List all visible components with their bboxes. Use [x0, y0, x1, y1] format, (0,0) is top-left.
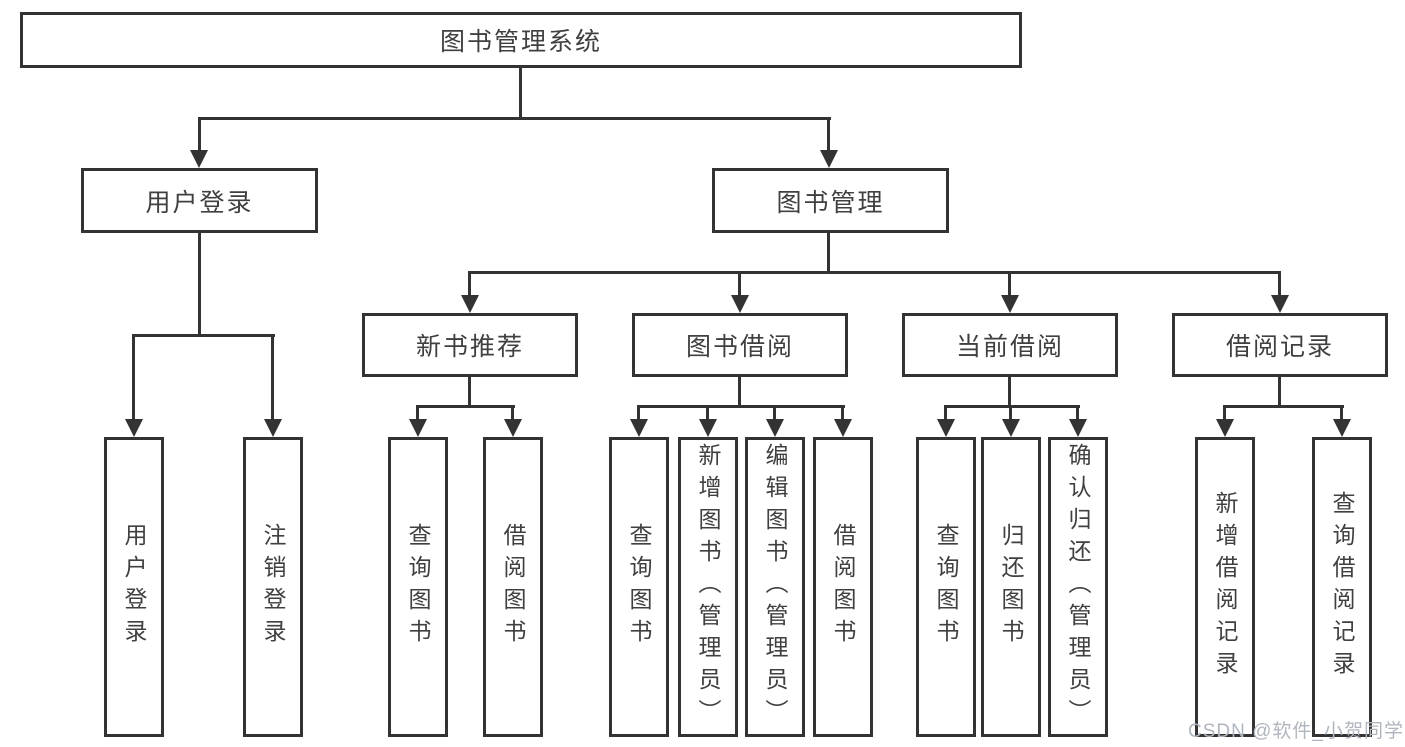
- arrowhead-down-icon: [1271, 295, 1289, 313]
- node-borrow-books-recommend: 借阅图书: [483, 437, 543, 737]
- node-edit-book-admin: 编辑图书（管理员）: [745, 437, 805, 737]
- node-logout-leaf: 注销登录: [243, 437, 303, 737]
- arrowhead-down-icon: [461, 295, 479, 313]
- arrowhead-down-icon: [190, 150, 208, 168]
- node-new-book-recommend: 新书推荐: [362, 313, 578, 377]
- node-query-books-borrow: 查询图书: [609, 437, 669, 737]
- connector-to-user-login: [198, 117, 201, 153]
- connector-root-branch: [198, 117, 831, 120]
- node-current-borrow-label: 当前借阅: [955, 333, 1064, 361]
- node-book-management-label: 图书管理: [776, 188, 885, 217]
- connector-drop: [944, 405, 947, 422]
- node-add-book-admin: 新增图书（管理员）: [678, 437, 738, 737]
- node-borrow-records-label: 借阅记录: [1225, 333, 1334, 361]
- arrowhead-down-icon: [409, 419, 427, 437]
- arrowhead-down-icon: [834, 419, 852, 437]
- connector-current-borrow-branch: [944, 405, 1080, 408]
- connector-drop: [706, 405, 709, 422]
- node-borrow-records: 借阅记录: [1172, 313, 1388, 377]
- connector-root-stem: [519, 68, 522, 120]
- connector-drop: [637, 405, 640, 422]
- connector-drop: [416, 405, 419, 422]
- node-label: 注销登录: [260, 523, 286, 651]
- connector-user-login-stem: [198, 233, 201, 335]
- arrowhead-down-icon: [820, 150, 838, 168]
- arrowhead-down-icon: [504, 419, 522, 437]
- arrowhead-down-icon: [1216, 419, 1234, 437]
- node-label: 新增借阅记录: [1212, 491, 1238, 683]
- arrowhead-down-icon: [1069, 419, 1087, 437]
- arrowhead-down-icon: [937, 419, 955, 437]
- arrowhead-down-icon: [1333, 419, 1351, 437]
- node-label: 查询借阅记录: [1329, 491, 1355, 683]
- connector-to-user-login-leaf: [132, 334, 135, 422]
- connector-to-borrow-records: [1278, 271, 1281, 298]
- node-borrow-books-leaf: 借阅图书: [813, 437, 873, 737]
- connector-drop: [1009, 405, 1012, 422]
- node-query-books-current: 查询图书: [916, 437, 976, 737]
- node-new-book-recommend-label: 新书推荐: [415, 333, 524, 361]
- node-return-book: 归还图书: [981, 437, 1041, 737]
- connector-drop: [511, 405, 514, 422]
- connector-to-book-management: [827, 117, 830, 153]
- node-label: 编辑图书（管理员）: [762, 443, 788, 731]
- csdn-watermark: CSDN @软件_小贺同学: [1188, 721, 1404, 742]
- connector-new-book-branch: [416, 405, 515, 408]
- connector-to-book-borrow: [738, 271, 741, 298]
- node-book-management: 图书管理: [712, 168, 949, 233]
- connector-user-login-branch: [132, 334, 275, 337]
- connector-book-management-stem: [827, 233, 830, 274]
- node-root: 图书管理系统: [20, 12, 1022, 68]
- connector-new-book-stem: [468, 377, 471, 408]
- connector-to-new-book: [468, 271, 471, 298]
- node-label: 查询图书: [626, 523, 652, 651]
- connector-drop: [1223, 405, 1226, 422]
- connector-drop: [1076, 405, 1079, 422]
- node-label: 用户登录: [121, 523, 147, 651]
- connector-borrow-records-stem: [1278, 377, 1281, 408]
- node-add-borrow-record: 新增借阅记录: [1195, 437, 1255, 737]
- node-label: 查询图书: [933, 523, 959, 651]
- connector-drop: [841, 405, 844, 422]
- node-label: 借阅图书: [830, 523, 856, 651]
- arrowhead-down-icon: [731, 295, 749, 313]
- arrowhead-down-icon: [699, 419, 717, 437]
- connector-drop: [773, 405, 776, 422]
- node-user-login-label: 用户登录: [145, 188, 254, 217]
- node-confirm-return-admin: 确认归还（管理员）: [1048, 437, 1108, 737]
- connector-to-current-borrow: [1008, 271, 1011, 298]
- node-book-borrow: 图书借阅: [632, 313, 848, 377]
- arrowhead-down-icon: [264, 419, 282, 437]
- node-label: 借阅图书: [500, 523, 526, 651]
- arrowhead-down-icon: [630, 419, 648, 437]
- connector-borrow-records-branch: [1223, 405, 1344, 408]
- node-label: 新增图书（管理员）: [695, 443, 721, 731]
- node-user-login-leaf: 用户登录: [104, 437, 164, 737]
- connector-drop: [1340, 405, 1343, 422]
- node-label: 确认归还（管理员）: [1065, 443, 1091, 731]
- connector-book-borrow-branch: [637, 405, 845, 408]
- arrowhead-down-icon: [766, 419, 784, 437]
- node-label: 归还图书: [998, 523, 1024, 651]
- arrowhead-down-icon: [1002, 419, 1020, 437]
- connector-current-borrow-stem: [1008, 377, 1011, 408]
- node-label: 查询图书: [405, 523, 431, 651]
- node-user-login: 用户登录: [81, 168, 318, 233]
- node-query-borrow-record: 查询借阅记录: [1312, 437, 1372, 737]
- connector-to-logout-leaf: [271, 334, 274, 422]
- connector-book-management-branch: [468, 271, 1281, 274]
- node-root-label: 图书管理系统: [439, 28, 602, 56]
- node-query-books-recommend: 查询图书: [388, 437, 448, 737]
- arrowhead-down-icon: [125, 419, 143, 437]
- connector-book-borrow-stem: [738, 377, 741, 408]
- node-book-borrow-label: 图书借阅: [685, 333, 794, 361]
- node-current-borrow: 当前借阅: [902, 313, 1118, 377]
- arrowhead-down-icon: [1001, 295, 1019, 313]
